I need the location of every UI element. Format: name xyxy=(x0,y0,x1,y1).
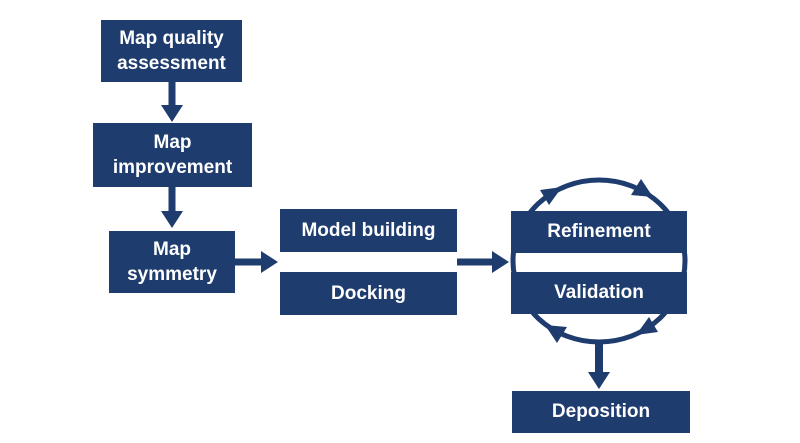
cycle-arrowhead-bottom-left xyxy=(545,325,567,343)
node-deposition: Deposition xyxy=(512,391,690,433)
cycle-arrowhead-bottom-right xyxy=(636,317,658,335)
cycle-arrowhead-top-left xyxy=(540,187,562,205)
cycle-arrowhead-top-right xyxy=(631,179,653,197)
arrow-improvement-to-symmetry-head xyxy=(161,211,183,228)
arrow-quality-to-improvement-head xyxy=(161,105,183,122)
node-refinement-label: Refinement xyxy=(547,221,651,243)
node-model-building-label: Model building xyxy=(301,219,436,241)
node-docking: Docking xyxy=(280,272,457,315)
arrow-cycle-to-deposition-head xyxy=(588,372,610,389)
node-validation-label: Validation xyxy=(554,282,644,304)
arrow-modeling-to-refinement-head xyxy=(492,251,509,273)
node-map-quality-assessment: Map quality assessment xyxy=(101,20,242,82)
node-map-improvement: Map improvement xyxy=(93,123,252,187)
node-model-building: Model building xyxy=(280,209,457,252)
node-map-improvement-label: Map improvement xyxy=(112,131,233,178)
iteration-cycle-ellipse xyxy=(510,177,688,345)
node-refinement: Refinement xyxy=(511,211,687,253)
arrow-symmetry-to-modeling-head xyxy=(261,251,278,273)
node-docking-label: Docking xyxy=(331,282,406,304)
node-deposition-label: Deposition xyxy=(551,401,651,423)
node-map-quality-assessment-label: Map quality assessment xyxy=(117,27,226,74)
node-map-symmetry: Map symmetry xyxy=(109,231,235,293)
node-validation: Validation xyxy=(511,272,687,314)
node-map-symmetry-label: Map symmetry xyxy=(127,238,217,285)
